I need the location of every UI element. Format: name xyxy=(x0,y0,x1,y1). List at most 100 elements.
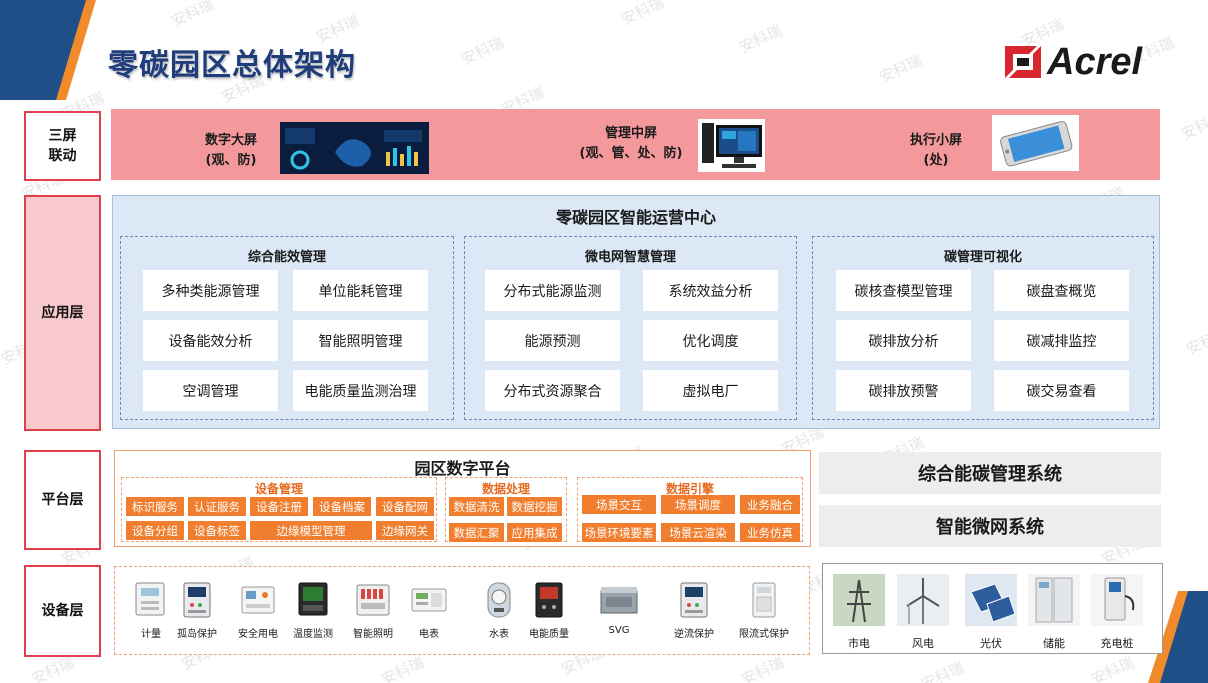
integrated-energy-carbon-system: 综合能碳管理系统 xyxy=(819,452,1161,494)
page-title: 零碳园区总体架构 xyxy=(108,48,356,83)
platform-service-box: 业务融合 xyxy=(740,495,800,514)
acrel-logo-icon xyxy=(1005,46,1041,78)
energy-source-item: 风电 xyxy=(895,574,951,651)
device-icon xyxy=(356,584,390,616)
app-module-box: 分布式资源聚合 xyxy=(485,370,620,411)
watermark-text: 安科瑞 xyxy=(876,51,925,87)
device-management-title: 设备管理 xyxy=(254,482,303,496)
data-engine-title: 数据引擎 xyxy=(665,482,714,496)
group-title: 微电网智慧管理 xyxy=(584,250,676,265)
app-module-box: 碳交易查看 xyxy=(994,370,1129,411)
platform-service-box: 应用集成 xyxy=(507,523,562,542)
device-label: 电表 xyxy=(419,629,439,640)
watermark-text: 安科瑞 xyxy=(378,653,427,683)
data-processing-group: 数据处理 xyxy=(445,477,567,542)
app-module-box: 碳排放分析 xyxy=(836,320,971,361)
smartphone-image xyxy=(992,115,1079,171)
energy-sources-panel: 市电 风电光伏 储能 充电桩 xyxy=(822,563,1163,654)
device-icon xyxy=(183,582,211,618)
energy-source-item: 储能 xyxy=(1026,574,1082,651)
desktop-monitor-image xyxy=(698,119,765,172)
watermark-text: 安科瑞 xyxy=(1178,108,1208,144)
platform-service-box: 场景交互 xyxy=(582,495,656,514)
energy-source-label: 充电桩 xyxy=(1100,637,1134,650)
energy-source-image xyxy=(1091,574,1143,626)
screen-label-large: 数字大屏 (观、防) xyxy=(181,131,281,171)
screen-sub: (观、防) xyxy=(205,153,257,168)
acrel-logo-text: Acrel xyxy=(1047,41,1143,83)
device-item: 安全用电 xyxy=(222,581,294,640)
watermark-text: 安科瑞 xyxy=(458,33,507,69)
device-icon xyxy=(535,582,563,618)
app-module-box: 空调管理 xyxy=(143,370,278,411)
watermark-text: 安科瑞 xyxy=(736,21,785,57)
device-label: 孤岛保护 xyxy=(177,629,217,640)
device-item: 电表 xyxy=(393,581,465,640)
platform-service-box: 业务仿真 xyxy=(740,523,800,542)
device-icon xyxy=(241,586,275,614)
smart-microgrid-system: 智能微网系统 xyxy=(819,505,1161,547)
energy-source-label: 市电 xyxy=(848,637,870,650)
watermark-text: 安科瑞 xyxy=(918,658,967,683)
device-icon xyxy=(680,582,708,618)
watermark-text: 安科瑞 xyxy=(738,653,787,683)
three-screens-row: 数字大屏 (观、防) 管理中屏 (观、管、处、防) 执行小屏 (处) xyxy=(111,109,1160,180)
app-module-box: 多种类能源管理 xyxy=(143,270,278,311)
group-carbon-visualization: 碳管理可视化碳核查模型管理碳盘查概览碳排放分析碳减排监控碳排放预警碳交易查看 xyxy=(812,236,1154,420)
screen-name: 数字大屏 xyxy=(204,133,257,148)
device-item: 电能质量 xyxy=(513,581,585,640)
group-microgrid: 微电网智慧管理分布式能源监测系统效益分析能源预测优化调度分布式资源聚合虚拟电厂 xyxy=(464,236,797,420)
platform-title: 园区数字平台 xyxy=(414,459,511,478)
device-icon xyxy=(135,582,165,616)
app-module-box: 设备能效分析 xyxy=(143,320,278,361)
platform-service-box: 场景环境要素 xyxy=(582,523,656,542)
app-module-box: 智能照明管理 xyxy=(293,320,428,361)
device-icon xyxy=(487,582,511,618)
corner-decoration-top-left xyxy=(0,0,96,100)
platform-service-box: 设备标签 xyxy=(188,521,246,540)
platform-service-box: 边缘网关 xyxy=(376,521,434,540)
platform-service-box: 设备注册 xyxy=(250,497,308,516)
platform-service-box: 设备配网 xyxy=(376,497,434,516)
screen-name: 管理中屏 xyxy=(604,126,657,141)
device-label: 逆流保护 xyxy=(674,629,714,640)
group-energy-efficiency: 综合能效管理多种类能源管理单位能耗管理设备能效分析智能照明管理空调管理电能质量监… xyxy=(120,236,454,420)
device-item: SVG xyxy=(583,581,655,636)
energy-source-image xyxy=(897,574,949,626)
layer-label-application: 应用层 xyxy=(24,195,101,431)
app-module-box: 碳盘查概览 xyxy=(994,270,1129,311)
app-module-box: 能源预测 xyxy=(485,320,620,361)
device-item: 逆流保护 xyxy=(658,581,730,640)
device-label: 智能照明 xyxy=(353,629,393,640)
app-module-box: 碳核查模型管理 xyxy=(836,270,971,311)
device-label: SVG xyxy=(608,625,630,636)
energy-source-image xyxy=(965,574,1017,626)
screen-sub: (观、管、处、防) xyxy=(579,146,683,161)
data-processing-title: 数据处理 xyxy=(481,482,530,496)
energy-source-label: 光伏 xyxy=(980,637,1002,650)
watermark-text: 安科瑞 xyxy=(1088,653,1137,683)
watermark-text: 安科瑞 xyxy=(618,0,667,29)
app-module-box: 单位能耗管理 xyxy=(293,270,428,311)
app-module-box: 碳减排监控 xyxy=(994,320,1129,361)
watermark-text: 安科瑞 xyxy=(168,0,217,31)
energy-source-label: 储能 xyxy=(1043,637,1065,650)
dashboard-screen-image xyxy=(280,122,429,174)
device-label: 计量 xyxy=(141,629,161,640)
device-management-group: 设备管理 xyxy=(121,477,437,542)
corner-decoration-bottom-right xyxy=(1148,591,1208,683)
acrel-logo: Acrel xyxy=(1003,40,1173,84)
group-title: 碳管理可视化 xyxy=(943,250,1022,265)
device-icon xyxy=(600,587,638,614)
energy-source-item: 市电 xyxy=(831,574,887,651)
platform-service-box: 场景调度 xyxy=(661,495,735,514)
energy-source-image xyxy=(1028,574,1080,626)
device-icon xyxy=(411,588,447,612)
app-module-box: 电能质量监测治理 xyxy=(293,370,428,411)
platform-service-box: 边缘模型管理 xyxy=(250,521,372,540)
device-item: 限流式保护 xyxy=(728,581,800,640)
energy-source-item: 光伏 xyxy=(963,574,1019,651)
device-item: 计量 xyxy=(115,581,187,640)
device-item: 孤岛保护 xyxy=(161,581,233,640)
